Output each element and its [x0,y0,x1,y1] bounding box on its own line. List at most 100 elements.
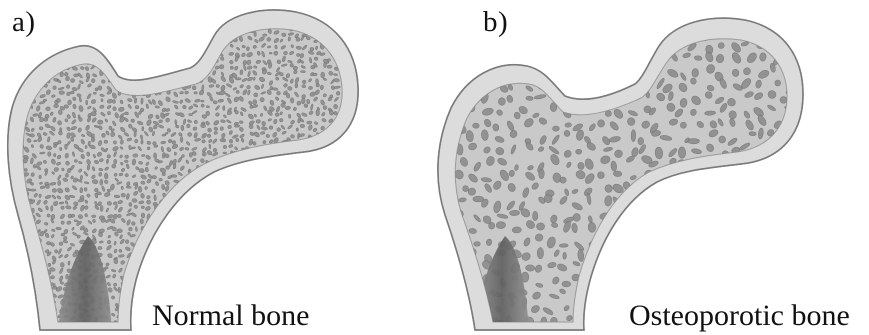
trabecular-pore [364,218,370,224]
trabecular-pore [316,304,321,308]
trabecular-pore [354,37,357,43]
trabecular-pore [604,289,613,298]
trabecular-pore [642,16,653,23]
trabecular-pore [118,37,123,40]
trabecular-pore [173,286,177,290]
trabecular-pore [354,269,359,273]
trabecular-pore [367,157,373,164]
trabecular-pore [369,281,372,286]
trabecular-pore [134,131,137,137]
trabecular-pore [166,286,171,291]
trabecular-pore [597,120,604,128]
trabecular-pore [0,261,3,265]
trabecular-pore [241,189,246,192]
trabecular-pore [721,197,729,205]
trabecular-pore [290,256,294,260]
trabecular-pore [91,30,98,37]
trabecular-pore [313,194,318,199]
trabecular-pore [294,235,298,241]
trabecular-pore [160,64,163,68]
trabecular-pore [316,283,322,286]
trabecular-pore [654,277,662,284]
trabecular-pore [328,222,334,226]
trabecular-pore [118,214,122,217]
trabecular-pore [340,203,346,207]
trabecular-pore [350,296,354,300]
trabecular-pore [369,145,374,150]
trabecular-pore [252,99,257,105]
trabecular-pore [146,72,151,78]
trabecular-pore [368,110,373,115]
trabecular-pore [349,233,355,239]
trabecular-pore [260,160,266,165]
trabecular-pore [167,273,171,276]
trabecular-pore [730,221,739,230]
trabecular-pore [208,215,213,218]
trabecular-pore [323,16,329,21]
trabecular-pore [281,231,283,237]
trabecular-pore [307,121,312,124]
trabecular-pore [281,251,285,257]
trabecular-pore [11,46,15,51]
trabecular-pore [206,277,210,281]
trabecular-pore [186,45,192,51]
trabecular-pore [439,62,451,75]
trabecular-pore [799,137,809,144]
trabecular-pore [326,210,332,217]
trabecular-pore [782,290,789,296]
trabecular-pore [142,126,144,130]
trabecular-pore [226,200,231,204]
trabecular-pore [100,205,103,211]
trabecular-pore [358,58,363,63]
trabecular-pore [369,302,373,308]
trabecular-pore [140,219,143,225]
trabecular-pore [287,281,293,286]
trabecular-pore [376,30,381,33]
trabecular-pore [240,262,244,265]
trabecular-pore [308,227,311,231]
trabecular-pore [377,287,382,290]
trabecular-pore [213,283,216,287]
trabecular-pore [315,254,320,259]
trabecular-pore [243,205,246,211]
trabecular-pore [174,57,179,62]
trabecular-pore [113,141,116,145]
trabecular-pore [249,187,255,194]
trabecular-pore [175,120,177,126]
trabecular-pore [219,185,224,190]
trabecular-pore [65,33,69,38]
trabecular-pore [54,104,59,108]
trabecular-pore [0,174,1,181]
trabecular-pore [721,237,725,243]
trabecular-pore [252,188,256,193]
trabecular-pore [336,148,340,152]
trabecular-pore [333,104,338,109]
trabecular-pore [239,214,245,220]
trabecular-pore [348,280,352,283]
trabecular-pore [18,293,23,298]
trabecular-pore [0,294,2,298]
trabecular-pore [324,62,327,67]
trabecular-pore [4,194,8,199]
trabecular-pore [360,53,365,58]
trabecular-pore [377,42,383,47]
trabecular-pore [355,240,360,245]
trabecular-pore [374,112,379,117]
trabecular-pore [359,91,365,97]
trabecular-pore [134,42,140,48]
trabecular-pore [91,78,95,83]
trabecular-pore [316,275,320,279]
trabecular-pore [180,225,186,230]
trabecular-pore [615,253,626,262]
trabecular-pore [652,211,663,223]
osteoporotic-bone-illustration [435,0,869,335]
trabecular-pore [522,52,535,65]
trabecular-pore [315,168,320,173]
trabecular-pore [614,287,622,294]
trabecular-pore [327,58,331,61]
trabecular-pore [233,276,238,282]
trabecular-pore [180,276,185,281]
trabecular-pore [307,277,311,280]
trabecular-pore [19,308,25,313]
trabecular-pore [637,40,646,50]
